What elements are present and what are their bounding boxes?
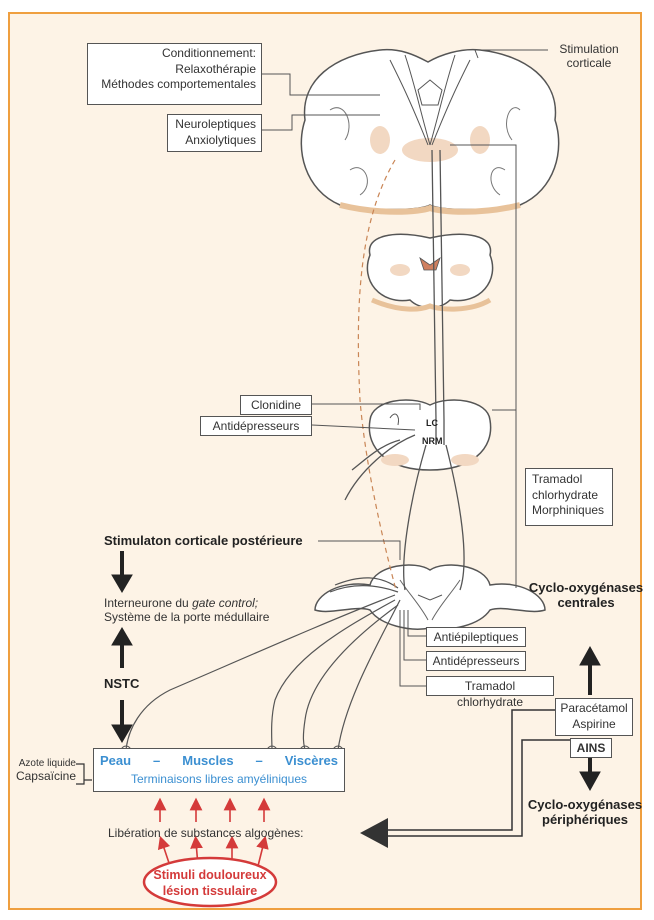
- antidepresseurs-bottom-label: Antidépresseurs: [433, 654, 520, 668]
- spinal-cord-section: [315, 565, 545, 629]
- double-arrow-head: [360, 818, 388, 848]
- tramadol-group-box: Tramadol chlorhydrate Morphiniques: [525, 468, 613, 526]
- terminaisons-label: Terminaisons libres amyéliniques: [94, 772, 344, 788]
- midbrain-section: [367, 234, 492, 309]
- stimulation-line2: corticale: [553, 56, 625, 70]
- tramadol-group-line1: Tramadol: [532, 472, 606, 488]
- neural-tracts: [345, 150, 464, 590]
- peau-box: Peau – Muscles – Viscères Terminaisons l…: [93, 748, 345, 792]
- lc-label: LC: [426, 418, 438, 428]
- cox-peripheriques-line1: Cyclo-oxygénases: [520, 797, 650, 812]
- cox-centrales-line2: centrales: [526, 595, 646, 610]
- antiepileptiques-label: Antiépileptiques: [434, 630, 519, 644]
- liberation-label: Libération de substances algogènes:: [108, 826, 303, 840]
- azote-line1: Azote liquide: [12, 758, 76, 769]
- stimuli-label: Stimuli douloureux lésion tissulaire: [144, 868, 276, 899]
- tramadol-group-line2: chlorhydrate: [532, 488, 606, 504]
- striatum-right: [470, 126, 490, 154]
- ains-label: AINS: [577, 741, 606, 755]
- cox-peripheriques-label: Cyclo-oxygénases périphériques: [520, 797, 650, 827]
- stimuli-line1: Stimuli douloureux: [144, 868, 276, 884]
- visceres-label: Viscères: [285, 753, 338, 770]
- interneurone-label: Interneurone du gate control; Système de…: [104, 596, 269, 624]
- nrm-label: NRM: [422, 436, 443, 446]
- antidepresseurs-top-label: Antidépresseurs: [213, 419, 300, 433]
- antidepresseurs-top-box: Antidépresseurs: [200, 416, 312, 436]
- conditioning-line1: Relaxothérapie: [93, 62, 256, 78]
- ains-box: AINS: [570, 738, 612, 758]
- neuroleptics-line2: Anxiolytiques: [173, 133, 256, 149]
- thalamus-left: [402, 138, 458, 162]
- azote-label: Azote liquide Capsaïcine: [12, 758, 76, 783]
- stimulation-corticale-label: Stimulation corticale: [553, 42, 625, 70]
- stimulation-line1: Stimulation: [553, 42, 625, 56]
- conditioning-box: Conditionnement: Relaxothérapie Méthodes…: [87, 43, 262, 105]
- peau-label: Peau: [100, 753, 131, 770]
- paracetamol-line1: Paracétamol: [560, 701, 628, 717]
- antiepileptiques-box: Antiépileptiques: [426, 627, 526, 647]
- azote-bracket: [76, 764, 92, 784]
- striatum-left: [370, 126, 390, 154]
- brain-outline: [301, 50, 558, 210]
- peau-dash1: –: [153, 753, 160, 770]
- antidepresseurs-bottom-box: Antidépresseurs: [426, 651, 526, 671]
- paracetamol-line2: Aspirine: [560, 717, 628, 733]
- clonidine-box: Clonidine: [240, 395, 312, 415]
- neuroleptics-line1: Neuroleptiques: [173, 117, 256, 133]
- tramadol-bottom-box: Tramadol chlorhydrate: [426, 676, 554, 696]
- stim-posterieure-label: Stimulaton corticale postérieure: [104, 533, 303, 548]
- clonidine-label: Clonidine: [251, 398, 301, 412]
- stimuli-line2: lésion tissulaire: [144, 884, 276, 900]
- interneurone-line2: Système de la porte médullaire: [104, 610, 269, 624]
- dashed-tract: [358, 160, 396, 590]
- interneurone-prefix: Interneurone du: [104, 596, 192, 610]
- cox-centrales-label: Cyclo-oxygénases centrales: [526, 580, 646, 610]
- conditioning-line2: Méthodes comportementales: [93, 77, 256, 93]
- cox-centrales-line1: Cyclo-oxygénases: [526, 580, 646, 595]
- muscles-label: Muscles: [182, 753, 233, 770]
- azote-line2: Capsaïcine: [12, 769, 76, 783]
- conditioning-title: Conditionnement:: [93, 46, 256, 62]
- tramadol-bottom-label: Tramadol chlorhydrate: [457, 679, 523, 709]
- interneurone-italic: gate control;: [192, 596, 258, 610]
- neuroleptics-box: Neuroleptiques Anxiolytiques: [167, 114, 262, 152]
- paracetamol-box: Paracétamol Aspirine: [555, 698, 633, 736]
- brain-section: [301, 50, 558, 212]
- peau-dash2: –: [256, 753, 263, 770]
- medulla-section: [369, 400, 490, 470]
- nstc-label: NSTC: [104, 676, 139, 691]
- tramadol-group-line3: Morphiniques: [532, 503, 606, 519]
- cox-peripheriques-line2: périphériques: [520, 812, 650, 827]
